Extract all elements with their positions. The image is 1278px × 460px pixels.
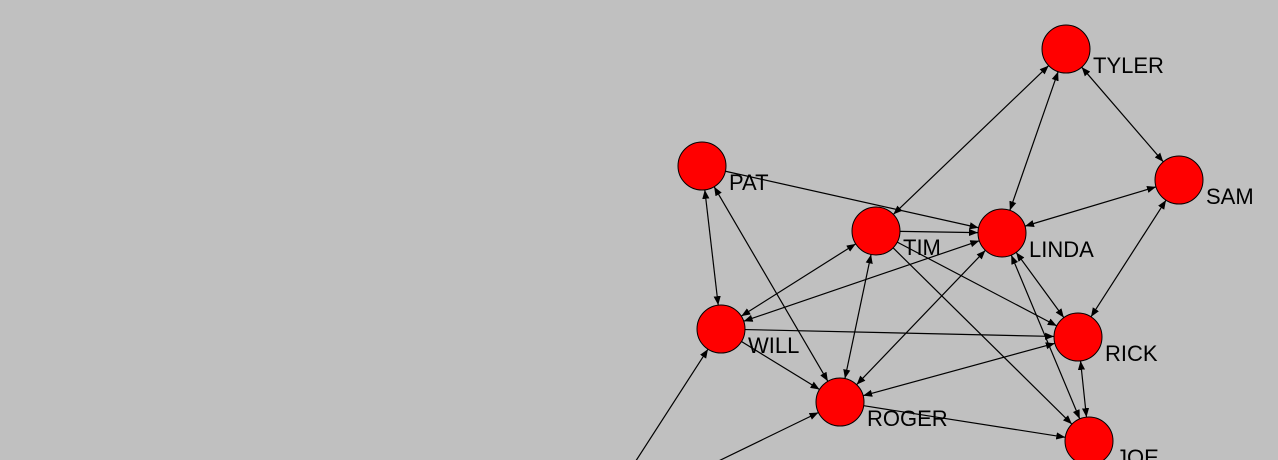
node-rick[interactable]: RICK	[1053, 312, 1158, 366]
node-tim[interactable]: TIM	[851, 206, 941, 260]
edges-layer	[635, 65, 1167, 460]
edge-rick-joe	[1077, 360, 1090, 418]
node-joe[interactable]: JOE	[1064, 416, 1159, 460]
node-label: ROGER	[867, 406, 948, 431]
edge-will-rick	[744, 328, 1055, 340]
edge-sam-rick	[1090, 199, 1167, 318]
edge-will-tim	[740, 243, 857, 317]
node-circle[interactable]	[977, 208, 1027, 258]
edge-roger-joe	[863, 405, 1066, 440]
node-circle[interactable]	[677, 141, 727, 191]
edge-tim-roger	[843, 254, 873, 379]
node-circle[interactable]	[1064, 416, 1114, 460]
nodes-layer: TYLER PAT SAM TIM LINDA WILL RICK ROGER JOE	[677, 24, 1254, 460]
edge-linda-sam	[1024, 186, 1157, 227]
node-roger[interactable]: ROGER	[815, 377, 948, 431]
node-circle[interactable]	[1154, 155, 1204, 205]
node-label: RICK	[1105, 341, 1158, 366]
edge-offscreen_a-will	[635, 348, 709, 460]
edge-pat-will	[702, 189, 721, 306]
node-circle[interactable]	[1041, 24, 1091, 74]
node-tyler[interactable]: TYLER	[1041, 24, 1164, 78]
edge-will-linda	[743, 240, 980, 322]
edge-tim-tyler	[892, 65, 1050, 215]
node-pat[interactable]: PAT	[677, 141, 769, 195]
node-circle[interactable]	[696, 304, 746, 354]
edge-pat-linda	[725, 170, 979, 230]
node-label: TIM	[903, 235, 941, 260]
edge-tim-linda	[899, 228, 979, 237]
edge-roger-rick	[862, 342, 1056, 397]
edge-linda-tyler	[1009, 71, 1059, 211]
node-circle[interactable]	[815, 377, 865, 427]
node-will[interactable]: WILL	[696, 304, 799, 358]
edge-tyler-sam	[1081, 66, 1164, 163]
node-label: SAM	[1206, 184, 1254, 209]
edge-will-roger	[741, 341, 820, 390]
node-label: TYLER	[1093, 53, 1164, 78]
node-label: LINDA	[1029, 237, 1094, 262]
node-label: PAT	[729, 170, 769, 195]
node-label: WILL	[748, 333, 799, 358]
node-circle[interactable]	[851, 206, 901, 256]
node-label: JOE	[1116, 445, 1159, 460]
node-sam[interactable]: SAM	[1154, 155, 1254, 209]
edge-linda-roger	[856, 249, 986, 386]
edge-offscreen_b-roger	[719, 411, 819, 460]
node-circle[interactable]	[1053, 312, 1103, 362]
node-linda[interactable]: LINDA	[977, 208, 1094, 262]
